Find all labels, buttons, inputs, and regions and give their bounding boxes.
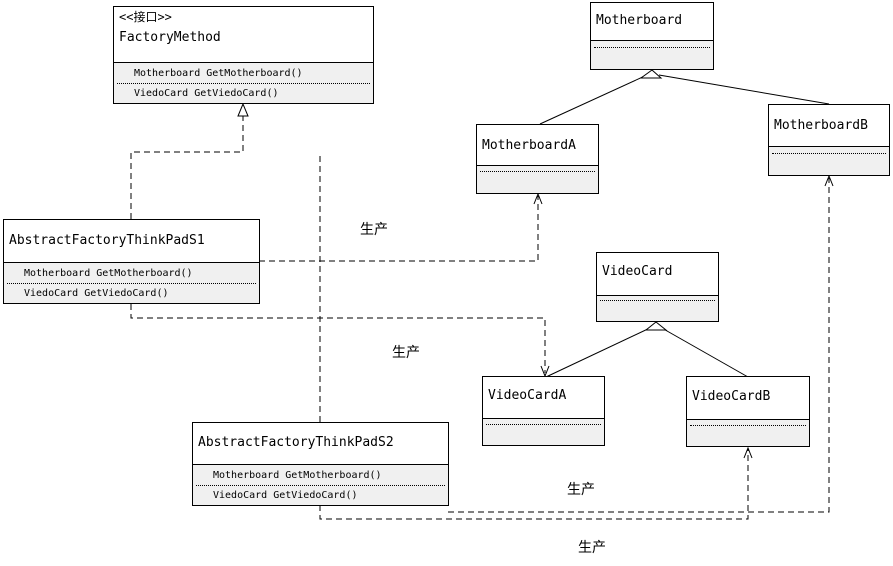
class-name: AbstractFactoryThinkPadS2: [198, 435, 394, 450]
class-name: FactoryMethod: [119, 30, 221, 45]
produce-label: 生产: [392, 345, 420, 361]
inheritance-line-videocard-a: [545, 326, 653, 378]
class-header: Motherboard: [591, 3, 713, 41]
class-header: VideoCard: [597, 253, 718, 296]
class-videocard: VideoCard: [596, 252, 719, 322]
dependency-arrowhead-motherboard-b: [824, 174, 834, 187]
class-body: [591, 41, 713, 69]
class-header: VideoCardA: [483, 377, 604, 419]
separator: [690, 425, 806, 426]
class-header: MotherboardA: [477, 125, 598, 166]
inheritance-arrowhead-motherboard: [639, 69, 663, 79]
class-factory-s2: AbstractFactoryThinkPadS2 Motherboard Ge…: [192, 422, 449, 506]
class-body: [477, 166, 598, 193]
dependency-line-s2-motherboard-b: [448, 178, 830, 513]
separator: [772, 153, 886, 154]
class-name: AbstractFactoryThinkPadS1: [9, 233, 205, 248]
dependency-line-s1-motherboard-a: [259, 196, 539, 262]
method-get-videocard: ViedoCard GetViedoCard(): [134, 88, 279, 99]
class-motherboard: Motherboard: [590, 2, 714, 70]
inheritance-line-motherboard-a: [539, 74, 648, 125]
separator: [600, 300, 715, 301]
dependency-arrowhead-videocard-b: [743, 446, 753, 459]
class-name: VideoCard: [602, 264, 673, 279]
class-header: AbstractFactoryThinkPadS2: [193, 423, 448, 465]
class-header: MotherboardB: [769, 105, 889, 147]
class-factory-s1: AbstractFactoryThinkPadS1 Motherboard Ge…: [3, 219, 260, 304]
methods-compartment: Motherboard GetMotherboard() ViedoCard G…: [114, 63, 373, 103]
produce-label: 生产: [578, 540, 606, 556]
class-body: [483, 419, 604, 445]
class-header: <<接口>> FactoryMethod: [114, 7, 373, 63]
methods-compartment: Motherboard GetMotherboard() ViedoCard G…: [193, 465, 448, 505]
method-separator: [196, 485, 445, 486]
class-motherboard-a: MotherboardA: [476, 124, 599, 194]
class-name: VideoCardA: [488, 388, 567, 403]
class-videocard-b: VideoCardB: [686, 376, 810, 447]
class-name: Motherboard: [596, 13, 683, 28]
interface-stereotype: <<接口>>: [119, 10, 172, 24]
class-header: AbstractFactoryThinkPadS1: [4, 220, 259, 263]
factory-method-interface: <<接口>> FactoryMethod Motherboard GetMoth…: [113, 6, 374, 104]
class-body: [687, 420, 809, 446]
inheritance-line-videocard-b: [659, 326, 749, 378]
class-body: [769, 147, 889, 175]
separator: [594, 47, 710, 48]
method-get-motherboard: Motherboard GetMotherboard(): [213, 470, 382, 481]
method-get-motherboard: Motherboard GetMotherboard(): [24, 268, 193, 279]
method-separator: [7, 283, 256, 284]
separator: [480, 171, 595, 172]
produce-label: 生产: [567, 482, 595, 498]
inheritance-line-motherboard-b: [658, 74, 830, 105]
class-header: VideoCardB: [687, 377, 809, 420]
class-motherboard-b: MotherboardB: [768, 104, 890, 176]
produce-label: 生产: [360, 222, 388, 238]
class-name: MotherboardB: [774, 118, 868, 133]
inheritance-arrowhead-videocard: [644, 321, 668, 331]
separator: [486, 424, 601, 425]
method-get-videocard: ViedoCard GetViedoCard(): [213, 490, 358, 501]
realization-arrowhead: [237, 102, 249, 117]
method-get-motherboard: Motherboard GetMotherboard(): [134, 68, 303, 79]
class-name: MotherboardA: [482, 138, 576, 153]
method-get-videocard: ViedoCard GetViedoCard(): [24, 288, 169, 299]
class-name: VideoCardB: [692, 389, 771, 404]
class-videocard-a: VideoCardA: [482, 376, 605, 446]
class-body: [597, 296, 718, 321]
dependency-line-s1-videocard-a: [130, 304, 546, 373]
methods-compartment: Motherboard GetMotherboard() ViedoCard G…: [4, 263, 259, 303]
dependency-arrowhead-motherboard-a: [533, 192, 543, 205]
realization-line-s1: [130, 114, 244, 219]
method-separator: [117, 83, 370, 84]
